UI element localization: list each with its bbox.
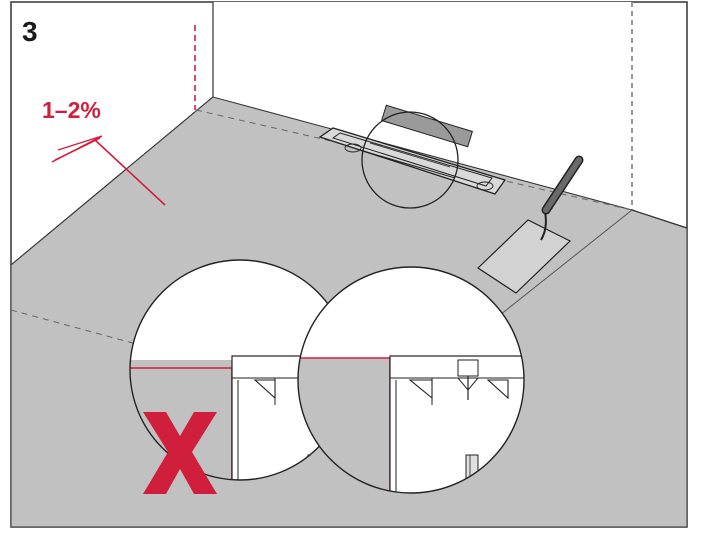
- slope-wedge: [51, 135, 103, 163]
- x-mark-icon: [143, 412, 217, 494]
- slope-label: 1–2%: [42, 97, 101, 123]
- magnifier-circle-icon: [361, 111, 459, 209]
- drain-channel: [318, 104, 507, 195]
- right-floor-edge: [631, 209, 688, 229]
- slope-leader-line: [94, 139, 166, 206]
- trowel-icon: [477, 155, 584, 294]
- floor-dashed-line-right: [499, 209, 633, 316]
- step-number: 3: [22, 16, 38, 47]
- detail-circle-correct: [297, 266, 525, 494]
- floor-dashed-line-front: [10, 309, 141, 346]
